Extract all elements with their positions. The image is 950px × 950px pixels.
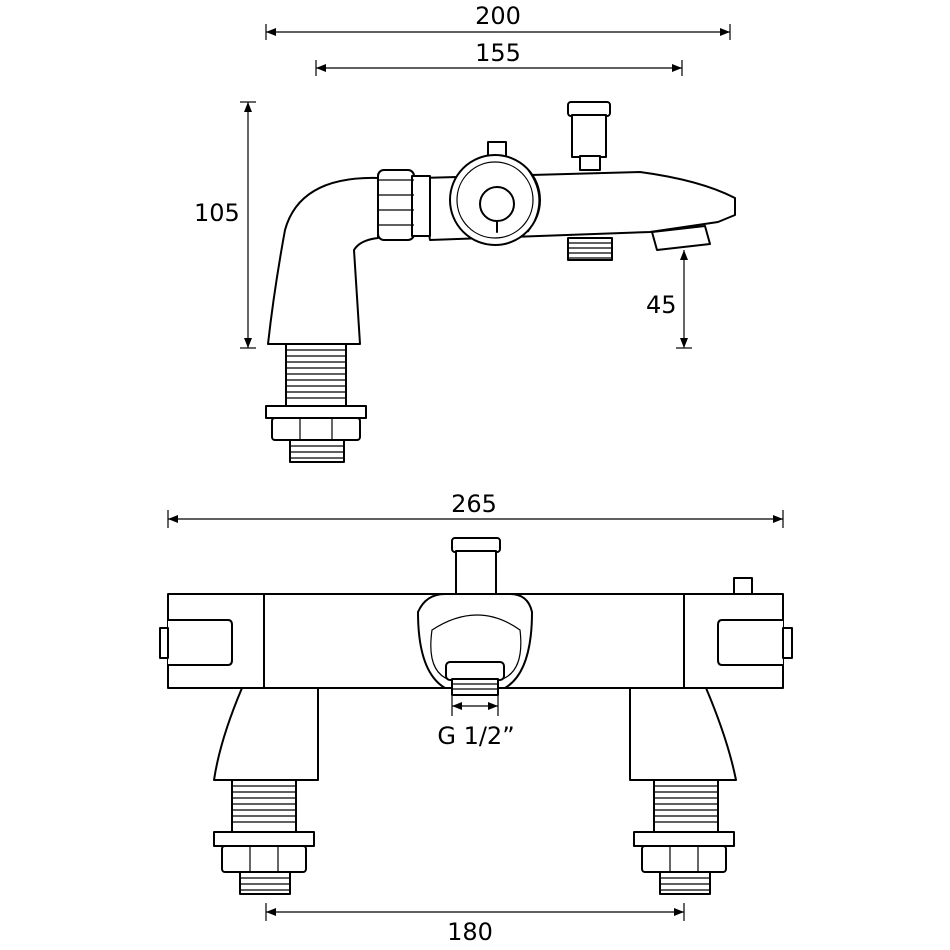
dimension-label-200: 200 (475, 2, 521, 30)
front-view (159, 537, 793, 895)
dimension-200: 200 (265, 2, 731, 40)
dimension-45: 45 (646, 250, 692, 349)
dimension-g-half-inch: G 1/2” (437, 696, 515, 750)
side-view (265, 101, 736, 463)
dimension-label-105: 105 (194, 199, 240, 227)
dimension-label-thread: G 1/2” (437, 722, 514, 750)
dimension-label-180: 180 (447, 918, 493, 946)
dimension-265: 265 (167, 490, 784, 528)
dimension-label-155: 155 (475, 39, 521, 67)
dimension-105: 105 (194, 101, 256, 349)
dimension-155: 155 (315, 39, 683, 76)
dimension-180: 180 (265, 903, 685, 946)
dimension-label-265: 265 (451, 490, 497, 518)
dimension-label-45: 45 (646, 291, 677, 319)
shank-thread-side (286, 349, 346, 399)
